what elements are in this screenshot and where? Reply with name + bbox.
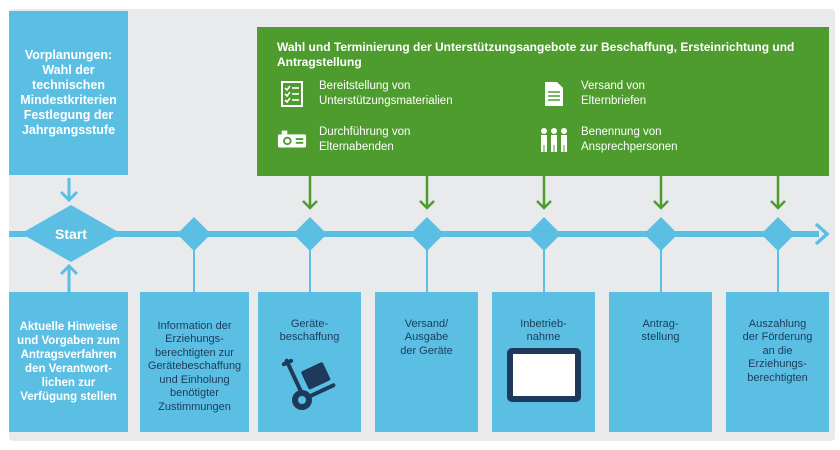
step-box-guidelines: Aktuelle Hinweise und Vorgaben zum Antra… <box>9 292 128 432</box>
support-item-letters: Versand von Elternbriefen <box>539 79 646 109</box>
timeline-arrowhead-icon <box>814 222 830 246</box>
start-label: Start <box>55 226 87 242</box>
support-item-label: Durchführung von Elternabenden <box>319 126 411 153</box>
support-item-label: Bereitstellung von Unterstützungsmateria… <box>319 80 453 107</box>
support-offers-box: Wahl und Terminierung der Unterstützungs… <box>257 27 829 176</box>
milestone-stem <box>309 246 311 292</box>
support-item-materials: Bereitstellung von Unterstützungsmateria… <box>277 79 453 109</box>
arrow-up-icon <box>59 263 79 292</box>
start-diamond <box>21 205 121 262</box>
support-item-contacts: Benennung von Ansprechpersonen <box>539 125 678 155</box>
milestone-stem <box>777 246 779 292</box>
milestone-stem <box>543 246 545 292</box>
support-offers-title: Wahl und Terminierung der Unterstützungs… <box>277 40 795 69</box>
step-label: Antrag- stellung <box>641 317 680 344</box>
step-label: Geräte- beschaffung <box>279 317 340 344</box>
step-label: Information der Erziehungs- berechtigten… <box>147 319 242 413</box>
milestone-stem <box>193 246 195 292</box>
planning-box-text: Vorplanungen: Wahl der technischen Minde… <box>20 48 117 137</box>
step-label: Versand/ Ausgabe der Geräte <box>400 317 453 357</box>
step-box-information: Information der Erziehungs- berechtigten… <box>140 292 249 432</box>
milestone-stem <box>660 246 662 292</box>
step-box-setup: Inbetrieb- nahme <box>492 292 595 432</box>
hand-truck-icon <box>281 358 336 410</box>
green-arrows <box>302 176 786 210</box>
step-box-payout: Auszahlung der Förderung an die Erziehun… <box>726 292 829 432</box>
support-item-label: Benennung von Ansprechpersonen <box>581 126 678 153</box>
planning-box: Vorplanungen: Wahl der technischen Minde… <box>9 11 128 175</box>
projector-icon <box>277 125 307 155</box>
checklist-icon <box>277 79 307 109</box>
document-icon <box>539 79 569 109</box>
arrow-down-icon <box>59 178 79 203</box>
support-item-label: Versand von Elternbriefen <box>581 80 647 107</box>
step-label: Inbetrieb- nahme <box>520 317 567 344</box>
step-label: Aktuelle Hinweise und Vorgaben zum Antra… <box>17 321 120 403</box>
step-label: Auszahlung der Förderung an die Erziehun… <box>742 317 813 384</box>
support-item-parent-evenings: Durchführung von Elternabenden <box>277 125 410 155</box>
step-box-procurement: Geräte- beschaffung <box>258 292 361 432</box>
people-icon <box>539 125 569 155</box>
milestone-stem <box>426 246 428 292</box>
step-box-shipping: Versand/ Ausgabe der Geräte <box>375 292 478 432</box>
tablet-icon <box>507 348 581 402</box>
step-box-application: Antrag- stellung <box>609 292 712 432</box>
